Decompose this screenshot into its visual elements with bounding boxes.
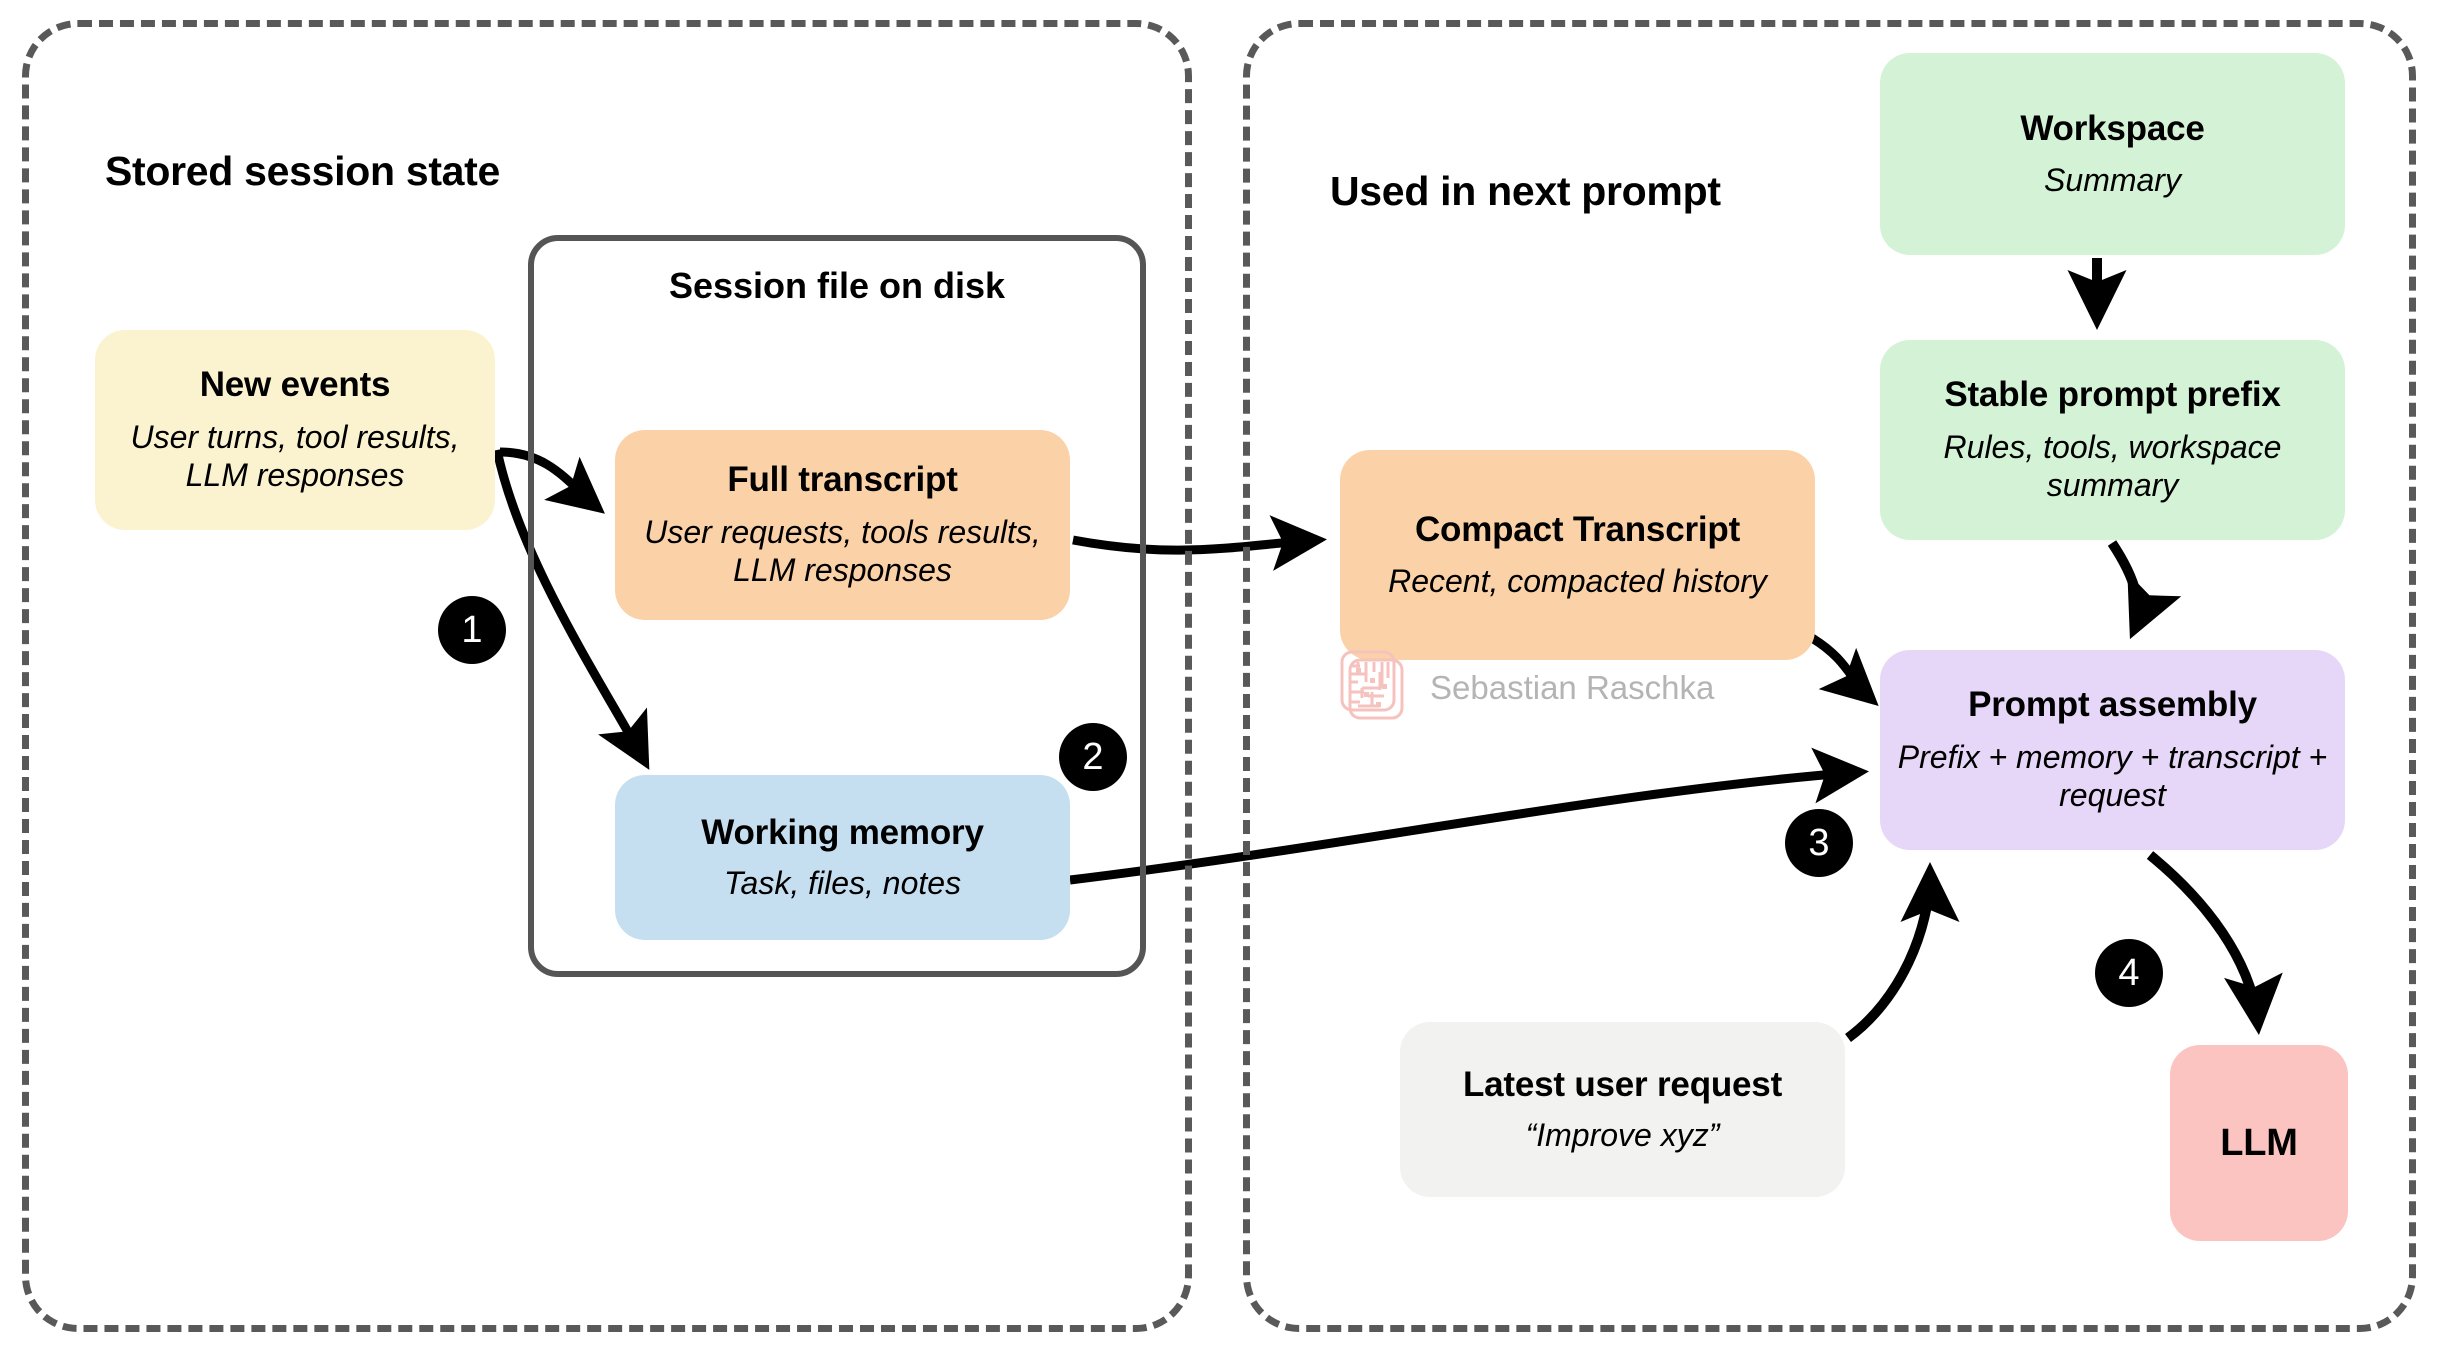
node-workspace-title: Workspace bbox=[2020, 108, 2205, 148]
node-working-memory-title: Working memory bbox=[701, 813, 984, 852]
node-working-memory[interactable]: Working memory Task, files, notes bbox=[615, 775, 1070, 940]
node-latest-user-request[interactable]: Latest user request “Improve xyz” bbox=[1400, 1022, 1845, 1197]
node-latest-user-request-subtitle: “Improve xyz” bbox=[1525, 1116, 1720, 1153]
session-file-title: Session file on disk bbox=[668, 265, 1006, 306]
node-new-events-title: New events bbox=[199, 365, 391, 405]
node-compact-transcript-title: Compact Transcript bbox=[1414, 509, 1741, 549]
step-badge-4: 4 bbox=[2095, 939, 2163, 1007]
session-file-container bbox=[528, 235, 1146, 977]
node-new-events-subtitle: User turns, tool results, LLM responses bbox=[130, 418, 460, 494]
node-latest-user-request-title: Latest user request bbox=[1462, 1065, 1783, 1104]
panel-right-title: Used in next prompt bbox=[1330, 168, 1721, 214]
node-workspace[interactable]: Workspace Summary bbox=[1880, 53, 2345, 255]
step-badge-1: 1 bbox=[438, 596, 506, 664]
node-full-transcript-title: Full transcript bbox=[727, 460, 958, 500]
node-stable-prompt-prefix-subtitle: Rules, tools, workspace summary bbox=[1943, 428, 2282, 504]
panel-stored-session-state bbox=[22, 20, 1192, 1332]
node-working-memory-subtitle: Task, files, notes bbox=[723, 864, 962, 901]
node-prompt-assembly-title: Prompt assembly bbox=[1968, 685, 2257, 725]
node-full-transcript[interactable]: Full transcript User requests, tools res… bbox=[615, 430, 1070, 620]
node-stable-prompt-prefix[interactable]: Stable prompt prefix Rules, tools, works… bbox=[1880, 340, 2345, 540]
node-llm-title: LLM bbox=[2220, 1121, 2298, 1164]
node-compact-transcript-subtitle: Recent, compacted history bbox=[1388, 563, 1767, 600]
node-full-transcript-subtitle: User requests, tools results, LLM respon… bbox=[644, 513, 1041, 589]
node-prompt-assembly[interactable]: Prompt assembly Prefix + memory + transc… bbox=[1880, 650, 2345, 850]
node-prompt-assembly-subtitle: Prefix + memory + transcript + request bbox=[1897, 738, 2328, 814]
panel-used-in-next-prompt bbox=[1243, 20, 2416, 1332]
panel-left-title: Stored session state bbox=[105, 148, 501, 194]
node-llm[interactable]: LLM bbox=[2170, 1045, 2348, 1241]
node-workspace-subtitle: Summary bbox=[2044, 162, 2181, 199]
node-new-events[interactable]: New events User turns, tool results, LLM… bbox=[95, 330, 495, 530]
step-badge-2: 2 bbox=[1059, 723, 1127, 791]
step-badge-3: 3 bbox=[1785, 809, 1853, 877]
node-stable-prompt-prefix-title: Stable prompt prefix bbox=[1944, 375, 2281, 415]
node-compact-transcript[interactable]: Compact Transcript Recent, compacted his… bbox=[1340, 450, 1815, 660]
